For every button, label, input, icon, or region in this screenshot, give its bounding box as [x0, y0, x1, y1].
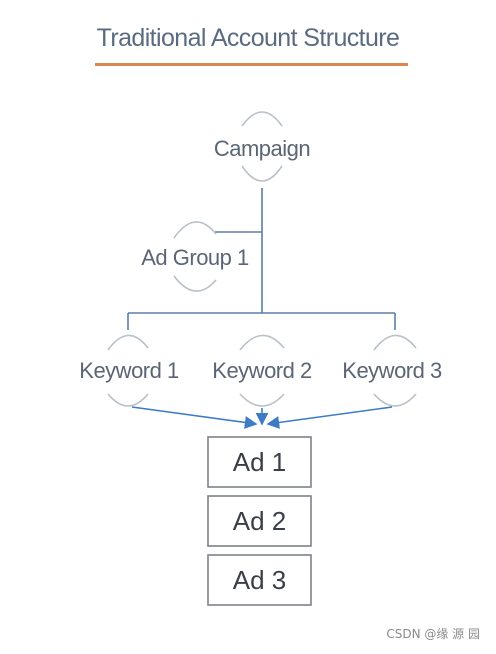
ad-group-label: Ad Group 1	[141, 245, 249, 270]
diagram-title: Traditional Account Structure	[96, 24, 400, 52]
keyword-3-arrow	[266, 406, 393, 429]
keyword-3-bubble-bottom	[373, 393, 417, 407]
keyword-2-bubble-bottom	[239, 393, 285, 407]
ad-1-box	[207, 436, 312, 488]
keyword-2-label: Keyword 2	[212, 358, 312, 383]
keyword-3-bubble-top	[373, 334, 417, 351]
keyword-to-ad-arrows	[131, 406, 393, 429]
keyword-1-bubble-top	[107, 334, 149, 351]
campaign-label: Campaign	[214, 136, 310, 161]
keyword-3-label: Keyword 3	[342, 358, 442, 383]
ad-2-label: Ad 2	[233, 506, 287, 536]
title-underline	[95, 63, 408, 66]
node-bubbles	[107, 111, 417, 407]
campaign-bubble-bottom	[241, 165, 283, 182]
keyword-1-arrow	[131, 406, 258, 429]
tree-connectors	[127, 188, 396, 330]
csdn-watermark: CSDN @缘 源 园	[386, 627, 480, 641]
campaign-bubble-top	[241, 111, 283, 127]
keyword-1-bubble-bottom	[107, 393, 149, 407]
ad-3-box	[207, 554, 312, 606]
keyword-1-label: Keyword 1	[79, 358, 179, 383]
ad-2-box	[207, 495, 312, 547]
ad-3-label: Ad 3	[233, 565, 287, 595]
ad-group-bubble-top	[173, 221, 217, 239]
ad-boxes: Ad 1 Ad 2 Ad 3	[207, 436, 312, 606]
ad-group-bubble-bottom	[173, 275, 217, 292]
ad-1-label: Ad 1	[233, 447, 287, 477]
keyword-2-bubble-top	[239, 334, 285, 351]
